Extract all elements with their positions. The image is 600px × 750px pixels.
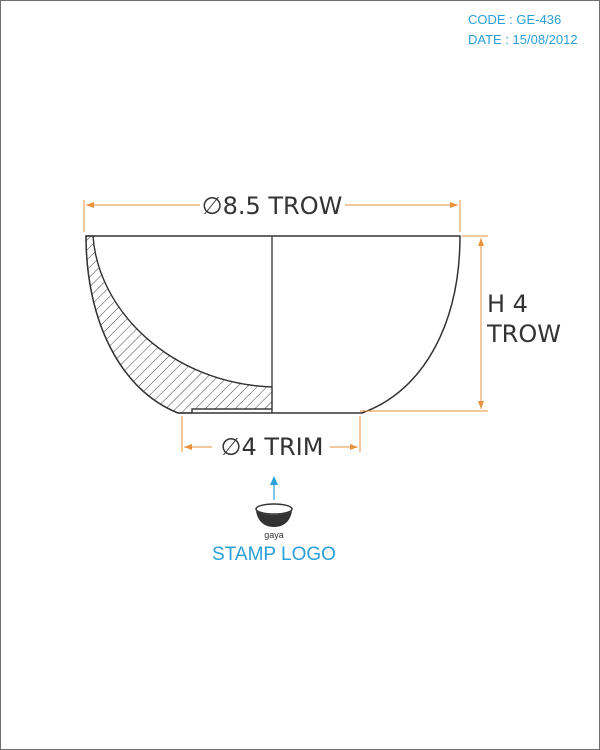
bottom-diameter-label: ∅4 TRIM bbox=[221, 433, 324, 461]
title-block: CODE : GE-436 DATE : 15/08/2012 bbox=[468, 10, 578, 50]
stamp-logo-label: STAMP LOGO bbox=[212, 544, 336, 565]
height-dimension bbox=[360, 235, 488, 412]
height-label-line2: TROW bbox=[486, 320, 561, 348]
wall-section-hatch bbox=[85, 235, 273, 414]
height-label-line1: H 4 bbox=[487, 290, 528, 318]
stamp-logo-text: gaya bbox=[264, 530, 284, 540]
drawing-date: DATE : 15/08/2012 bbox=[468, 32, 578, 47]
top-diameter-label: ∅8.5 TROW bbox=[202, 192, 343, 220]
bowl-inner-profile bbox=[92, 235, 273, 388]
stamp-logo-icon bbox=[255, 503, 293, 527]
drawing-code: CODE : GE-436 bbox=[468, 12, 562, 27]
bowl-outline bbox=[85, 235, 461, 414]
stamp-arrow bbox=[270, 476, 278, 500]
top-diameter-dimension bbox=[83, 200, 461, 232]
foot-ring bbox=[191, 408, 272, 413]
bottom-diameter-dimension bbox=[181, 416, 361, 452]
